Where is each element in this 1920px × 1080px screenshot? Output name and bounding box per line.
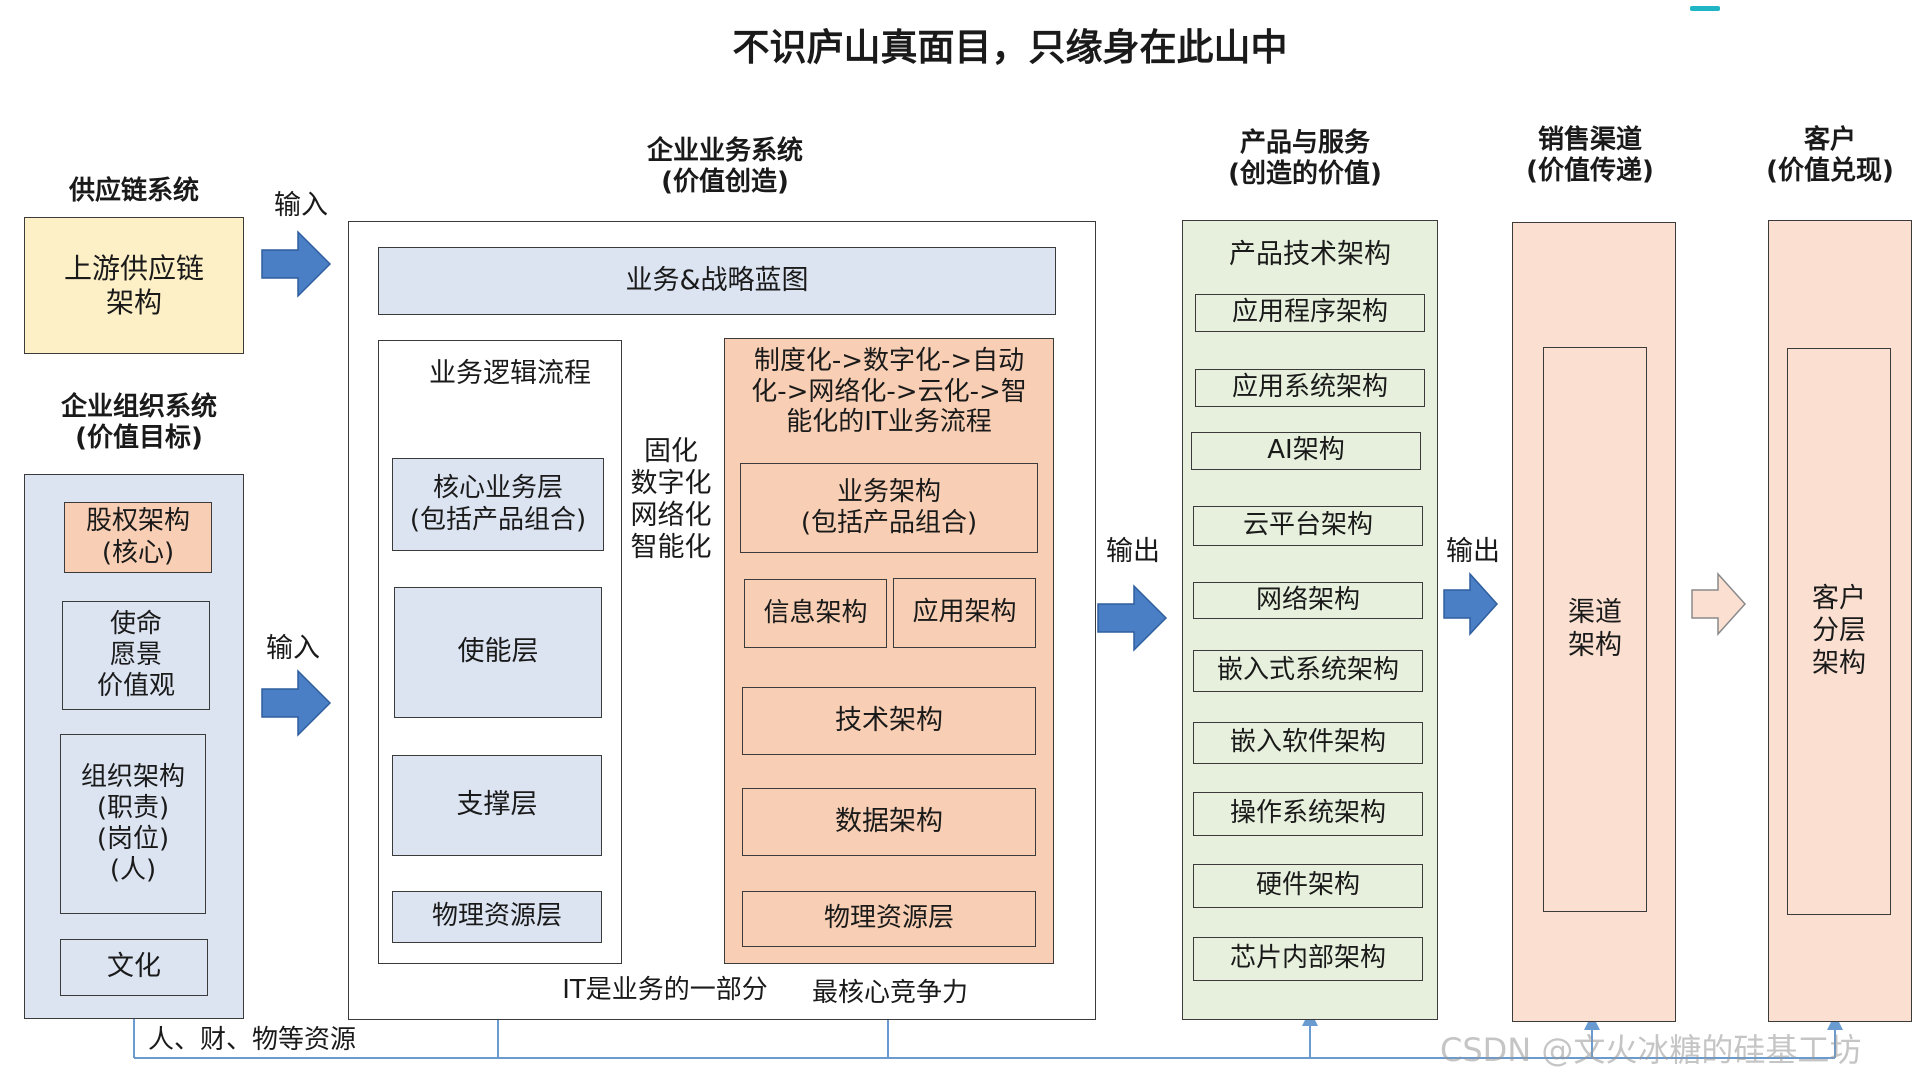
- upstream-supply-chain-box: 上游供应链 架构: [24, 217, 244, 354]
- mission-vision-box: 使命 愿景 价值观: [62, 601, 210, 710]
- business-system-header: 企业业务系统 (价值创造): [646, 136, 803, 197]
- customers-header: 客户 (价值兑现): [1766, 125, 1894, 186]
- input-label-bottom: 输入: [266, 633, 320, 664]
- output-arrow-1: [1097, 584, 1168, 652]
- product-layer-network: 网络架构: [1193, 582, 1423, 619]
- output-arrow-2: [1443, 572, 1499, 636]
- product-layer-app-system: 应用系统架构: [1195, 369, 1425, 407]
- it-part-of-business-note: IT是业务的一部分: [562, 975, 768, 1005]
- enabling-layer: 使能层: [394, 587, 602, 718]
- technology-architecture-box: 技术架构: [742, 687, 1036, 755]
- business-architecture-box: 业务架构 (包括产品组合): [740, 463, 1038, 553]
- support-layer: 支撑层: [392, 755, 602, 856]
- physical-resource-layer-left: 物理资源层: [392, 891, 602, 943]
- physical-resource-layer-right: 物理资源层: [742, 891, 1036, 947]
- product-layer-hardware: 硬件架构: [1193, 864, 1423, 908]
- core-competitiveness-note: 最核心竞争力: [811, 978, 968, 1008]
- equity-structure-box: 股权架构 (核心): [64, 502, 212, 573]
- deliver-arrow: [1691, 572, 1747, 636]
- resources-label: 人、财、物等资源: [148, 1025, 357, 1055]
- supply-chain-header: 供应链系统: [68, 176, 199, 206]
- product-layer-ai: AI架构: [1191, 432, 1421, 470]
- customer-tier-architecture-box: 客户 分层 架构: [1787, 348, 1891, 915]
- core-business-layer: 核心业务层 (包括产品组合): [392, 458, 604, 551]
- product-layer-chip: 芯片内部架构: [1193, 937, 1423, 981]
- org-structure-box: 组织架构 (职责) (岗位) (人): [60, 734, 206, 914]
- channels-header: 销售渠道 (价值传递): [1526, 125, 1654, 186]
- input-arrow-bottom: [261, 669, 332, 737]
- product-tech-architecture-title: 产品技术架构: [1229, 239, 1391, 270]
- logic-flow-title: 业务逻辑流程: [429, 358, 591, 389]
- product-layer-embedded-system: 嵌入式系统架构: [1193, 650, 1423, 692]
- input-arrow-top: [261, 230, 332, 298]
- input-label-top: 输入: [274, 190, 328, 221]
- product-layer-os: 操作系统架构: [1193, 792, 1423, 836]
- information-architecture-box: 信息架构: [744, 579, 887, 648]
- products-header: 产品与服务 (创造的价值): [1228, 128, 1382, 189]
- accent-bar: [1690, 6, 1720, 11]
- application-architecture-box: 应用架构: [893, 578, 1036, 648]
- it-flow-title: 制度化->数字化->自动 化->网络化->云化->智 能化的IT业务流程: [751, 346, 1027, 438]
- page-title: 不识庐山真面目，只缘身在此山中: [732, 26, 1288, 69]
- org-system-header: 企业组织系统 (价值目标): [60, 392, 217, 453]
- data-architecture-box: 数据架构: [742, 788, 1036, 856]
- channel-architecture-box: 渠道 架构: [1543, 347, 1647, 912]
- output-label-2: 输出: [1446, 536, 1500, 567]
- solidify-label: 固化 数字化 网络化 智能化: [630, 436, 712, 563]
- product-layer-embedded-software: 嵌入软件架构: [1193, 722, 1423, 764]
- it-flow-panel: [724, 338, 1054, 964]
- strategy-blueprint-box: 业务&战略蓝图: [378, 247, 1056, 315]
- output-label-1: 输出: [1106, 536, 1160, 567]
- product-layer-cloud-platform: 云平台架构: [1193, 506, 1423, 546]
- product-layer-app-program: 应用程序架构: [1195, 294, 1425, 332]
- watermark: CSDN @文火冰糖的硅基工坊: [1440, 1031, 1862, 1069]
- culture-box: 文化: [60, 939, 208, 996]
